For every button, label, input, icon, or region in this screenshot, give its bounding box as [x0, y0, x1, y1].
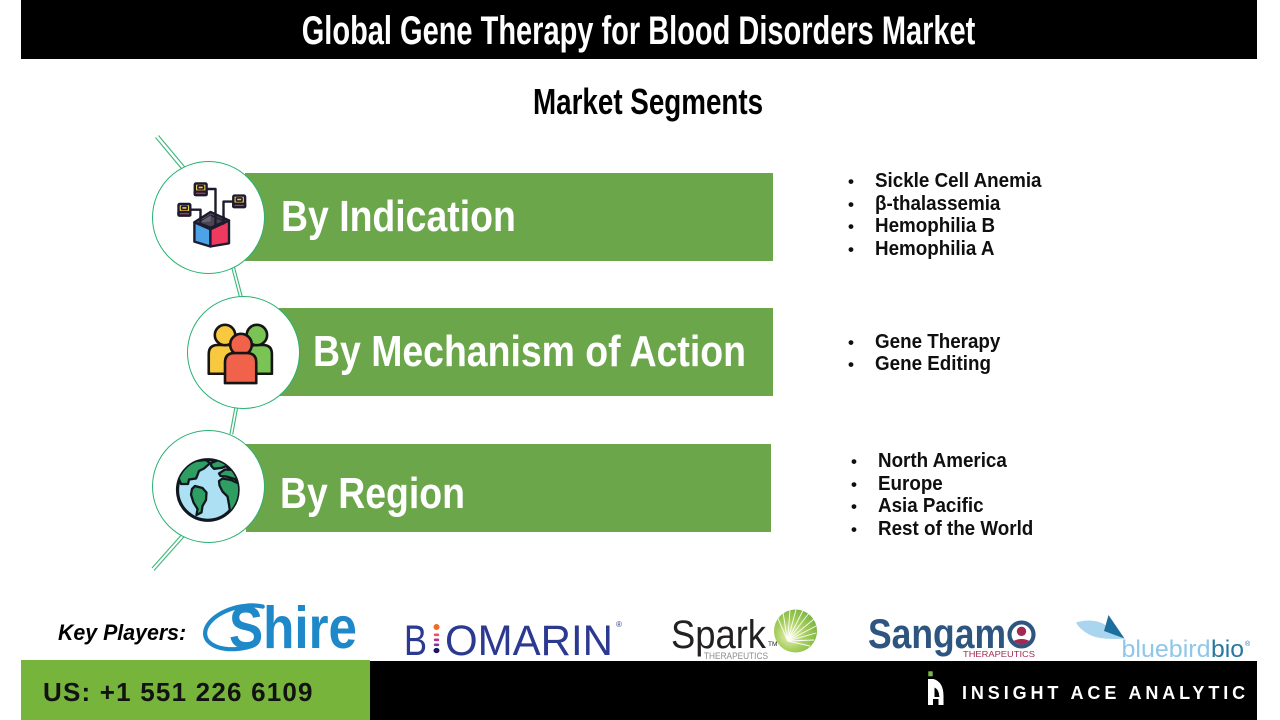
svg-text:Sangam: Sangam	[868, 610, 1006, 657]
svg-text:bio: bio	[1211, 636, 1244, 663]
svg-text:THERAPEUTICS: THERAPEUTICS	[963, 649, 1035, 659]
svg-text:®: ®	[1245, 640, 1251, 648]
svg-text:bluebird: bluebird	[1122, 636, 1211, 663]
svg-text:OMARIN: OMARIN	[445, 617, 613, 663]
svg-text:THERAPEUTICS: THERAPEUTICS	[704, 651, 768, 661]
svg-text:B: B	[404, 617, 427, 663]
svg-text:®: ®	[616, 620, 622, 629]
svg-text:Spark: Spark	[671, 613, 767, 657]
svg-text:TM: TM	[768, 641, 777, 648]
